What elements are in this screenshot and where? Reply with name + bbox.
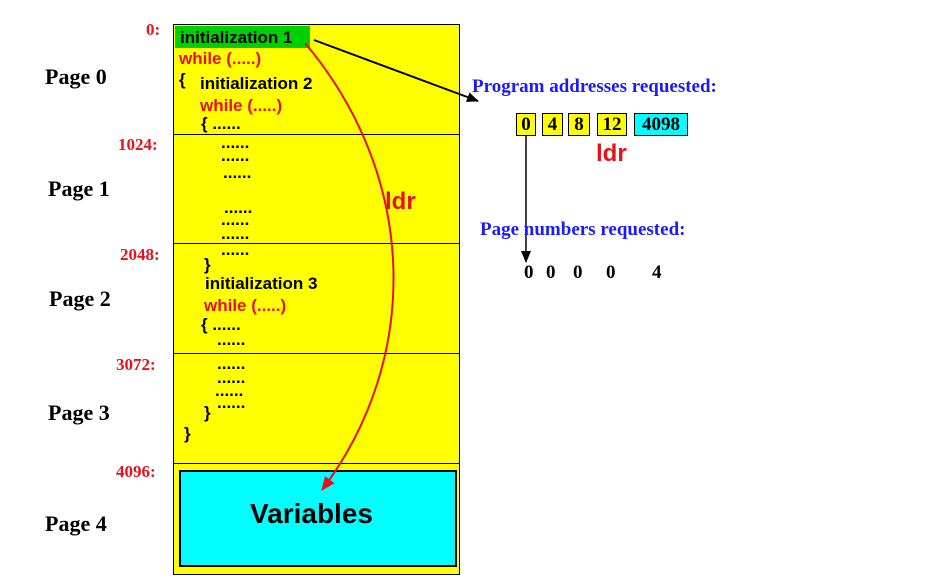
code-line: ...... — [221, 210, 250, 229]
page-number-value: 0 — [606, 262, 616, 283]
address-value: 0 — [516, 113, 536, 136]
page-label-0: Page 0 — [45, 64, 107, 89]
page-number-value: 4 — [652, 262, 662, 283]
ldr-arrow-label: ldr — [385, 188, 416, 215]
page-number-value: 0 — [573, 262, 583, 283]
initialization-1-highlight — [175, 26, 310, 48]
page-divider-2 — [173, 243, 460, 244]
address-label-2048: 2048: — [120, 245, 160, 264]
code-line: } — [204, 403, 211, 422]
address-label-3072: 3072: — [116, 355, 156, 374]
code-line: ...... — [217, 393, 246, 412]
variables-box — [179, 470, 457, 567]
page-label-1: Page 1 — [48, 176, 110, 201]
ldr-address-label: ldr — [596, 140, 627, 167]
code-line: ...... — [217, 368, 246, 387]
code-line: { — [179, 70, 186, 89]
code-line: } — [184, 424, 191, 443]
address-label-4096: 4096: — [116, 462, 156, 481]
code-line: ...... — [217, 330, 246, 349]
page-divider-1 — [173, 134, 460, 135]
address-value: 8 — [568, 113, 590, 136]
address-label-1024: 1024: — [118, 135, 158, 154]
code-line: { ...... — [201, 315, 241, 334]
page-label-2: Page 2 — [49, 286, 111, 311]
address-value-highlighted: 4098 — [634, 113, 688, 136]
code-line: while (.....) — [200, 96, 283, 115]
address-value: 4 — [542, 113, 563, 136]
code-line: ...... — [223, 163, 252, 182]
page-numbers-heading: Page numbers requested: — [480, 219, 686, 240]
code-line: while (.....) — [204, 296, 287, 315]
code-line: initialization 1 — [180, 28, 293, 47]
addresses-heading: Program addresses requested: — [472, 76, 717, 97]
page-divider-4 — [173, 463, 460, 464]
code-line: ...... — [221, 224, 250, 243]
code-line: ...... — [215, 381, 244, 400]
code-line: ...... — [221, 146, 250, 165]
variables-label: Variables — [250, 498, 373, 529]
address-value: 12 — [597, 113, 627, 136]
code-line: initialization 3 — [205, 274, 318, 293]
code-line: initialization 2 — [200, 74, 313, 93]
page-label-3: Page 3 — [48, 400, 110, 425]
page-number-value: 0 — [546, 262, 556, 283]
code-line: while (.....) — [179, 49, 262, 68]
code-line: ...... — [217, 354, 246, 373]
code-line: } — [204, 255, 211, 274]
address-label-0: 0: — [146, 20, 161, 39]
page-number-value: 0 — [524, 262, 534, 283]
code-line: ...... — [224, 198, 253, 217]
page-label-4: Page 4 — [45, 511, 107, 536]
code-line: ...... — [221, 133, 250, 152]
code-line: { ...... — [201, 114, 241, 133]
code-line: ...... — [221, 240, 250, 259]
